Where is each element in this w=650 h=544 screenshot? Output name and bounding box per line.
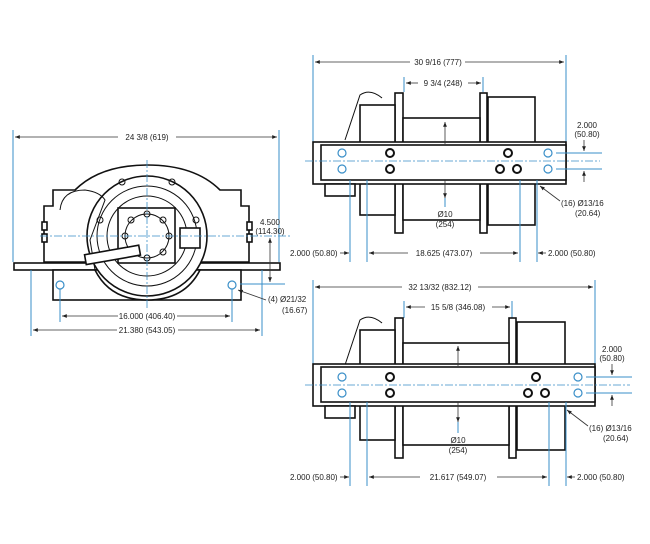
drum-diameter-mm: (254): [436, 220, 455, 229]
mount-holes-mm: (16.67): [282, 306, 308, 315]
hole-spacing-in: 2.000: [577, 121, 598, 130]
right-offset-label: 2.000 (50.80): [577, 473, 625, 482]
hole-spacing-mm: (50.80): [599, 354, 625, 363]
holes-in: (16) Ø13/16: [561, 199, 604, 208]
front-view: 24 3/8 (619): [12, 130, 308, 336]
left-offset-label: 2.000 (50.80): [290, 249, 338, 258]
drum-diameter-mm: (254): [449, 446, 468, 455]
drum-length-label: 9 3/4 (248): [424, 79, 463, 88]
mount-hole-spacing-label: 16.000 (406.40): [119, 312, 176, 321]
base-width-label: 21.380 (543.05): [119, 326, 176, 335]
holes-mm: (20.64): [603, 434, 629, 443]
drum-diameter-in: Ø10: [437, 210, 453, 219]
overall-length-label: 30 9/16 (777): [414, 58, 462, 67]
right-offset-label: 2.000 (50.80): [548, 249, 596, 258]
base-hole-span-label: 21.617 (549.07): [430, 473, 487, 482]
hole-spacing-mm: (50.80): [574, 130, 600, 139]
drum-length-label: 15 5/8 (346.08): [431, 303, 486, 312]
left-offset-label: 2.000 (50.80): [290, 473, 338, 482]
holes-in: (16) Ø13/16: [589, 424, 632, 433]
side-view-long: 32 13/32 (832.12) 15 5/8 (346.08) Ø10 (2…: [290, 280, 632, 486]
center-height-mm: (114.30): [255, 227, 285, 236]
center-height-in: 4.500: [260, 218, 281, 227]
overall-width-label: 24 3/8 (619): [125, 133, 168, 142]
overall-length-label: 32 13/32 (832.12): [408, 283, 471, 292]
mount-holes-in: (4) Ø21/32: [268, 295, 307, 304]
hole-spacing-in: 2.000: [602, 345, 623, 354]
drum-diameter-in: Ø10: [450, 436, 466, 445]
base-hole-span-label: 18.625 (473.07): [416, 249, 473, 258]
holes-mm: (20.64): [575, 209, 601, 218]
side-view-standard: 30 9/16 (777) 9 3/4 (248) Ø10 (254): [290, 55, 604, 262]
